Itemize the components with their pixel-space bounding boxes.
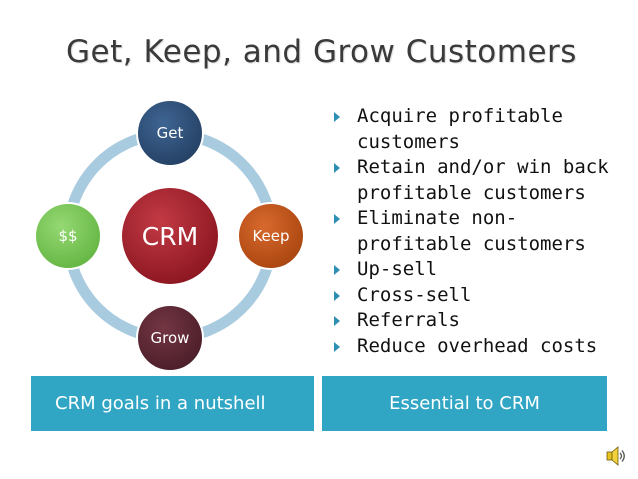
node-money: $$ [34,202,102,270]
node-get: Get [136,99,204,167]
node-grow: Grow [136,304,204,372]
list-item: Retain and/or win back profitable custom… [332,155,632,206]
list-item: Referrals [332,308,632,334]
node-get-label: Get [157,124,184,142]
node-grow-label: Grow [151,329,190,347]
bullet-list: Acquire profitable customers Retain and/… [332,104,632,359]
list-item: Acquire profitable customers [332,104,632,155]
node-money-label: $$ [58,227,77,245]
list-item: Up-sell [332,257,632,283]
crm-cycle-diagram: Get Keep Grow $$ CRM [34,99,305,372]
node-crm-center: CRM [120,186,220,286]
triangle-bullet-icon [334,112,340,122]
node-keep: Keep [237,202,305,270]
speaker-icon[interactable] [604,444,628,468]
list-item: Eliminate non- profitable customers [332,206,632,257]
list-item: Cross-sell [332,283,632,309]
triangle-bullet-icon [334,163,340,173]
triangle-bullet-icon [334,316,340,326]
list-item: Reduce overhead costs [332,334,632,360]
triangle-bullet-icon [334,265,340,275]
node-crm-label: CRM [142,222,198,251]
triangle-bullet-icon [334,214,340,224]
node-keep-label: Keep [252,227,289,245]
triangle-bullet-icon [334,341,340,352]
footer-caption-right: Essential to CRM [322,376,607,431]
footer-caption-left: CRM goals in a nutshell [31,376,314,431]
triangle-bullet-icon [334,290,340,301]
slide-title: Get, Keep, and Grow Customers [66,34,577,70]
